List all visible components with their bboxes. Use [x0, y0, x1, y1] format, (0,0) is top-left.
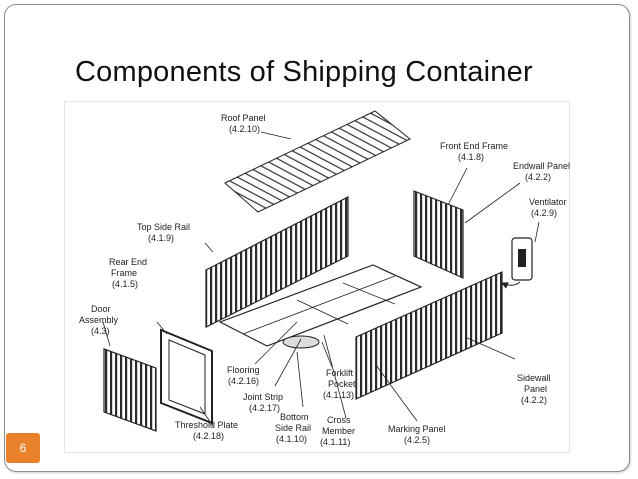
container-exploded-diagram: Roof Panel (4.2.10) Front End Frame (4.1…	[79, 110, 570, 447]
rear-end-frame-shape	[160, 328, 213, 425]
front-end-frame-ref: (4.1.8)	[458, 152, 484, 162]
page-number-badge: 6	[6, 433, 40, 463]
sidewall-panel-label-2: Panel	[524, 384, 547, 394]
top-side-rail-label: Top Side Rail	[137, 222, 190, 232]
roof-panel-ref: (4.2.10)	[229, 124, 260, 134]
joint-strip-ref: (4.2.17)	[249, 403, 280, 413]
sidewall-panel-label-1: Sidewall	[517, 373, 551, 383]
rear-end-frame-label-2: Frame	[111, 268, 137, 278]
cross-member-label-2: Member	[322, 426, 355, 436]
front-end-frame-shape	[413, 190, 464, 279]
front-end-frame-label: Front End Frame	[440, 141, 508, 151]
flooring-label: Flooring	[227, 365, 260, 375]
cross-member-ref: (4.1.11)	[320, 437, 350, 447]
top-side-rail-shape	[205, 196, 349, 328]
door-assembly-label-1: Door	[91, 304, 111, 314]
joint-strip-label: Joint Strip	[243, 392, 283, 402]
sidewall-panel-ref: (4.2.2)	[521, 395, 547, 405]
ventilator-ref: (4.2.9)	[531, 208, 557, 218]
bottom-side-rail-label-1: Bottom	[280, 412, 309, 422]
door-assembly-label-2: Assembly	[79, 315, 119, 325]
forklift-pocket-shape	[282, 335, 320, 349]
sidewall-panel-shape	[355, 271, 503, 400]
marking-panel-ref: (4.2.5)	[404, 435, 430, 445]
flooring-ref: (4.2.16)	[228, 376, 259, 386]
ventilator-label: Ventilator	[529, 197, 567, 207]
door-assembly-ref: (4.3)	[91, 326, 110, 336]
rear-end-frame-label-1: Rear End	[109, 257, 147, 267]
top-side-rail-ref: (4.1.9)	[148, 233, 174, 243]
forklift-pocket-label-2: Pocket	[328, 379, 356, 389]
slide-title: Components of Shipping Container	[75, 56, 533, 88]
forklift-pocket-ref: (4.1.13)	[323, 390, 354, 400]
roof-panel-shape	[224, 110, 411, 213]
rear-end-frame-ref: (4.1.5)	[112, 279, 138, 289]
threshold-plate-ref: (4.2.18)	[193, 431, 224, 441]
forklift-pocket-label-1: Forklift	[326, 368, 353, 378]
bottom-side-rail-ref: (4.1.10)	[276, 434, 307, 444]
bottom-side-rail-label-2: Side Rail	[275, 423, 311, 433]
diagram-image: Roof Panel (4.2.10) Front End Frame (4.1…	[64, 101, 570, 453]
endwall-panel-ref: (4.2.2)	[525, 172, 551, 182]
endwall-panel-label: Endwall Panel	[513, 161, 570, 171]
roof-panel-label: Roof Panel	[221, 113, 266, 123]
threshold-plate-label: Threshold Plate	[175, 420, 238, 430]
slide-frame	[4, 4, 630, 472]
marking-panel-label: Marking Panel	[388, 424, 446, 434]
door-assembly-shape	[103, 348, 157, 432]
cross-member-label-1: Cross	[327, 415, 351, 425]
